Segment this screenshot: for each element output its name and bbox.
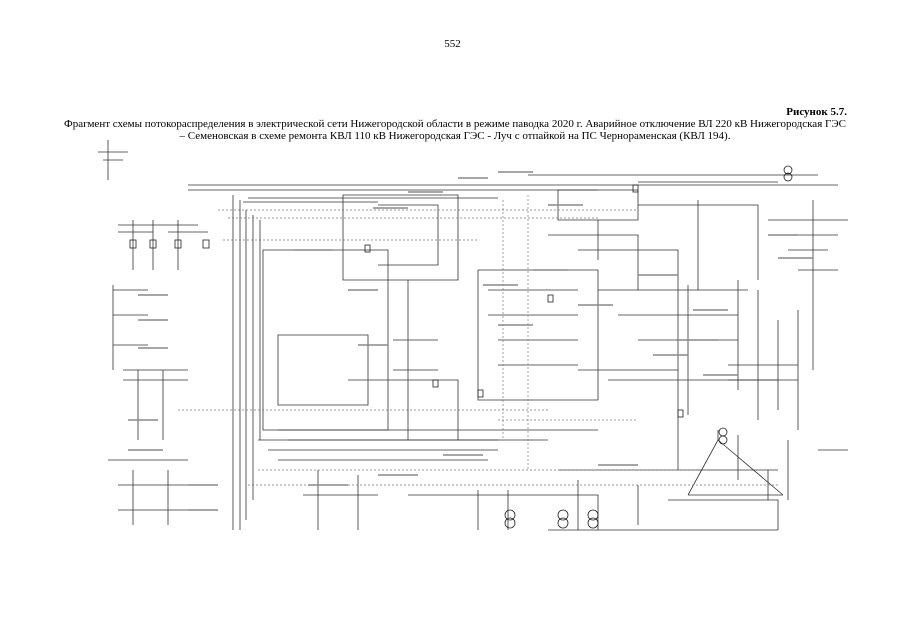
schematic-drawing	[98, 140, 848, 531]
figure-caption: Фрагмент схемы потокораспределения в эле…	[64, 118, 846, 142]
power-flow-schematic	[78, 140, 850, 535]
figure-label: Рисунок 5.7.	[786, 106, 847, 118]
page-number: 552	[444, 38, 461, 50]
